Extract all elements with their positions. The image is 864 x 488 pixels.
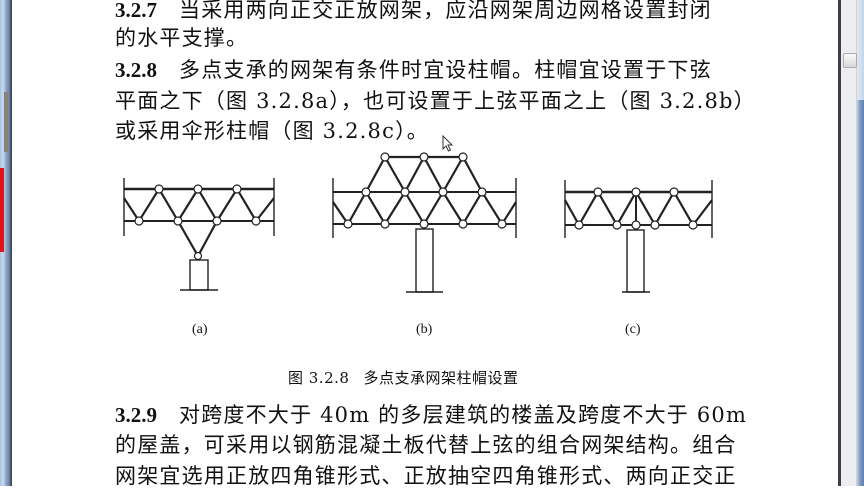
clause-number: 3.2.8 bbox=[115, 58, 157, 82]
figure-c-umbrella-column-cap bbox=[564, 180, 713, 293]
clause-text: 对跨度不大于 40m 的多层建筑的楼盖及跨度不大于 60m bbox=[179, 403, 748, 427]
clause-text: 当采用两向正交正放网架，应沿网架周边网格设置封闭 bbox=[179, 0, 712, 22]
clause-number: 3.2.7 bbox=[115, 0, 157, 22]
scrollbar-thumb[interactable] bbox=[843, 53, 857, 68]
clause-3-2-9-line2: 的屋盖，可采用以钢筋混凝土板代替上弦的组合网架结构。组合 bbox=[115, 433, 737, 457]
frame-scroll-indicator bbox=[4, 92, 8, 152]
figure-b-column-cap-above bbox=[332, 152, 517, 293]
clause-3-2-8-line3: 或采用伞形柱帽（图 3.2.8c）。 bbox=[115, 119, 429, 143]
clause-3-2-9-line1: 3.2.9 对跨度不大于 40m 的多层建筑的楼盖及跨度不大于 60m bbox=[115, 403, 747, 427]
clause-number: 3.2.9 bbox=[115, 403, 157, 427]
red-marker-bar bbox=[0, 168, 4, 252]
document-page: 3.2.7 当采用两向正交正放网架，应沿网架周边网格设置封闭 的水平支撑。 3.2… bbox=[12, 0, 838, 488]
clause-text: 多点支承的网架有条件时宜设柱帽。柱帽宜设置于下弦 bbox=[179, 58, 712, 82]
clause-3-2-7-line1: 3.2.7 当采用两向正交正放网架，应沿网架周边网格设置封闭 bbox=[115, 0, 712, 22]
clause-3-2-9-line3: 网架宜选用正放四角锥形式、正放抽空四角锥形式、两向正交正 bbox=[115, 464, 737, 488]
vertical-scrollbar[interactable] bbox=[841, 0, 857, 486]
figure-label-c: (c) bbox=[625, 322, 641, 337]
window-frame-right bbox=[838, 0, 864, 486]
figure-a-column-cap-below bbox=[123, 178, 275, 291]
figure-caption: 图 3.2.8 多点支承网架柱帽设置 bbox=[288, 367, 518, 388]
mouse-cursor-icon bbox=[442, 135, 454, 152]
frame-blue-strip bbox=[857, 0, 864, 486]
clause-3-2-8-line2: 平面之下（图 3.2.8a），也可设置于上弦平面之上（图 3.2.8b） bbox=[115, 89, 756, 113]
caption-number: 图 3.2.8 bbox=[288, 369, 350, 387]
caption-text: 多点支承网架柱帽设置 bbox=[363, 369, 519, 387]
page-border bbox=[838, 0, 841, 486]
figure-label-a: (a) bbox=[192, 322, 208, 337]
figure-label-b: (b) bbox=[416, 322, 433, 337]
window-frame-left bbox=[0, 0, 12, 486]
clause-3-2-7-line2: 的水平支撑。 bbox=[115, 26, 249, 50]
clause-3-2-8-line1: 3.2.8 多点支承的网架有条件时宜设柱帽。柱帽宜设置于下弦 bbox=[115, 58, 712, 82]
frame-blue-strip-top bbox=[857, 0, 864, 100]
